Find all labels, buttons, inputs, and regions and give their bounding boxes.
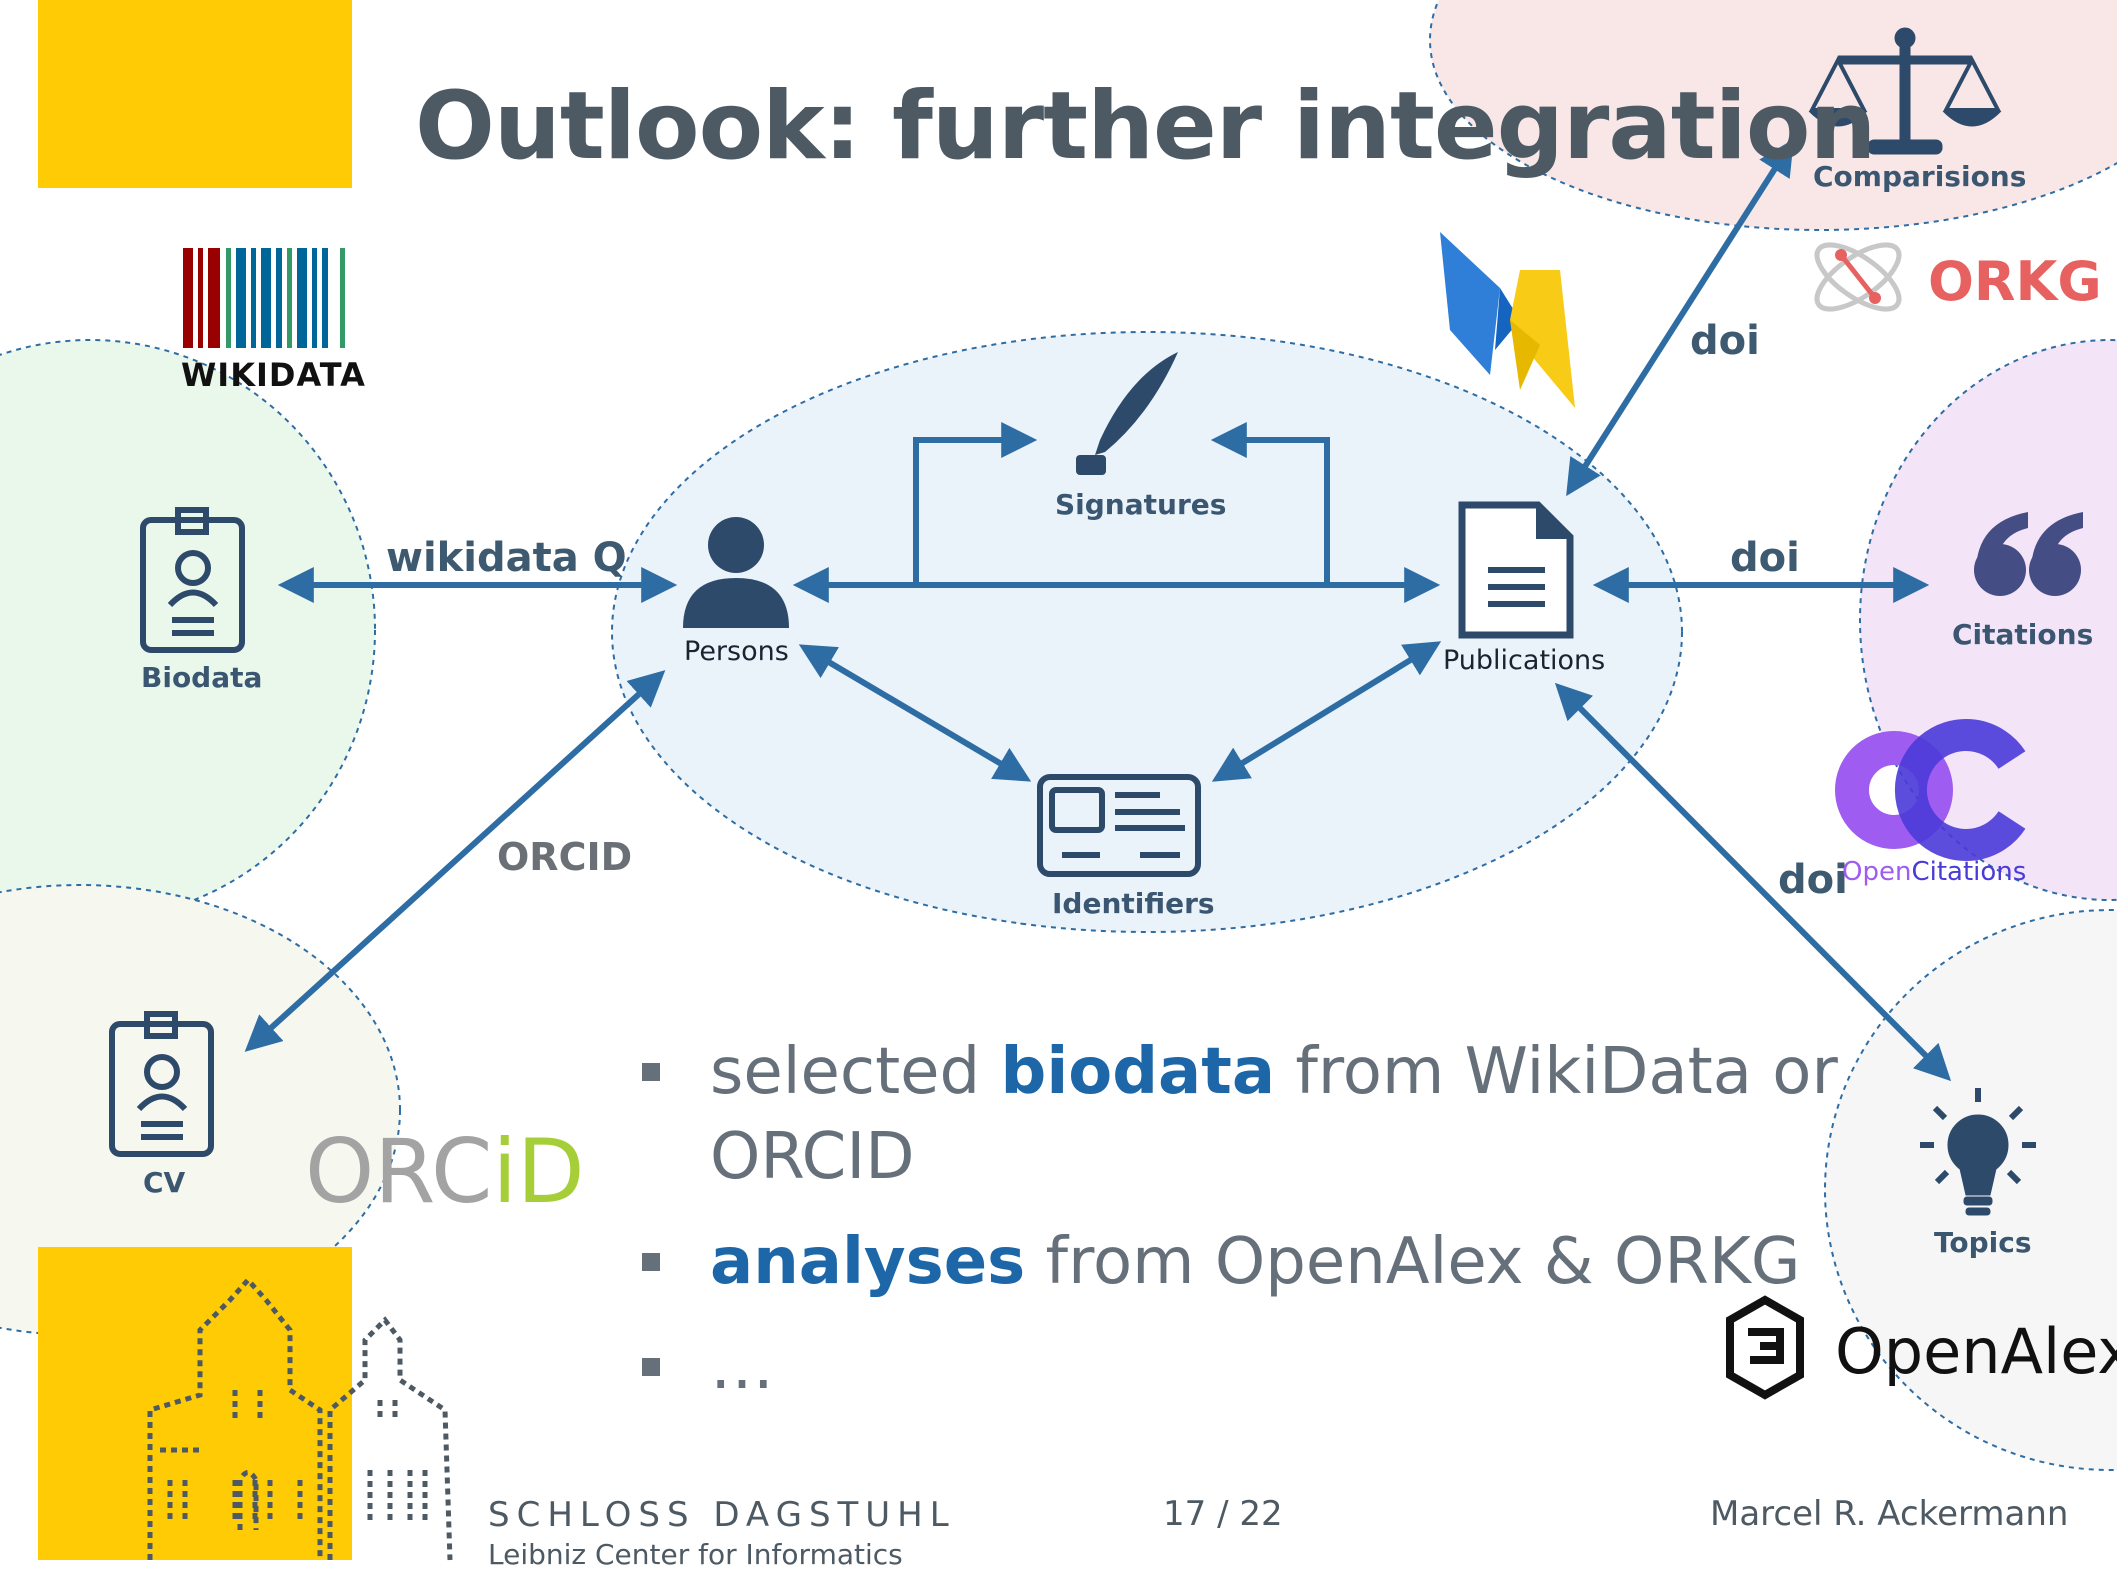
footer-institution: SCHLOSS DAGSTUHL [488,1495,956,1535]
bullet-2-suffix: from OpenAlex & ORKG [1025,1225,1801,1299]
orkg-logo [1814,242,1902,312]
label-publications: Publications [1443,645,1606,676]
arrow-publications-identifiers [1211,641,1442,782]
label-signatures: Signatures [1055,488,1227,521]
bullet-biodata-line2: ORCID [710,1120,915,1194]
arrow-publications-topics [1554,682,1952,1082]
opencitations-text-open: Open [1842,857,1912,887]
orcid-logo-prefix: ORC [305,1120,493,1223]
region-core [611,331,1683,933]
id-card-icon [1037,774,1201,877]
label-persons: Persons [684,636,789,667]
bullet-1-suffix: from WikiData or [1275,1035,1838,1109]
openalex-logo-mark [1726,1295,1804,1400]
label-biodata: Biodata [141,661,263,694]
label-comparisons: Comparisions [1813,160,2027,193]
label-citations: Citations [1952,618,2094,651]
accent-block-bottom [38,1247,352,1560]
edge-label-wikidata: wikidata Q [386,535,627,581]
slide-title: Outlook: further integration [415,72,1876,181]
label-cv: CV [143,1166,186,1199]
edge-label-orcid: ORCID [497,835,633,879]
footer-author: Marcel R. Ackermann [1710,1494,2069,1534]
opencitations-text-citations: Citations [1911,857,2027,887]
bullet-marker-1 [642,1063,660,1081]
badge-icon-cv [109,1011,214,1157]
bullet-biodata: selected biodata from WikiData or [710,1035,1838,1109]
quote-icon [1974,512,2083,596]
arrow-persons-identifiers [798,644,1032,782]
opencitations-logo-text: OpenCitations [1842,857,2026,887]
quill-icon [1076,352,1178,475]
accent-block-top [38,0,352,188]
bullet-1-prefix: selected [710,1035,1001,1109]
dagstuhl-castle-logo [147,1276,453,1561]
arrow-publications-signatures [1210,422,1330,585]
badge-icon-biodata [140,507,245,653]
orcid-logo-suffix: iD [492,1120,585,1223]
openalex-colored-logo [1440,232,1575,408]
orkg-logo-text: ORKG [1928,250,2102,313]
arrow-publications-comparisons [1566,138,1794,497]
bullet-1-highlight: biodata [1000,1035,1276,1109]
edge-label-doi-openalex: doi [1778,857,1848,903]
person-icon [683,517,789,628]
bullet-analyses: analyses from OpenAlex & ORKG [710,1225,1800,1299]
arrow-cv-persons [244,670,666,1052]
footer-institution-sub: Leibniz Center for Informatics [488,1538,903,1571]
wikidata-logo [183,248,345,348]
bullet-2-highlight: analyses [710,1225,1026,1299]
wikidata-logo-text: WIKIDATA [181,356,366,394]
bullet-ellipsis: … [710,1330,774,1404]
orcid-logo: ORCiD [305,1120,585,1223]
edge-label-doi-orkg: doi [1690,318,1760,364]
lightbulb-icon [1920,1088,2036,1216]
label-topics: Topics [1934,1226,2032,1259]
footer-page-number: 17 / 22 [1163,1494,1283,1534]
document-icon [1458,501,1574,639]
openalex-logo-text: OpenAlex [1835,1315,2117,1388]
label-identifiers: Identifiers [1052,887,1215,920]
bullet-marker-2 [642,1253,660,1271]
bullet-3-text: … [710,1330,774,1404]
scales-icon [1808,27,2002,155]
arrow-persons-signatures [913,422,1038,585]
edge-label-doi-citations: doi [1730,535,1800,581]
bullet-marker-3 [642,1358,660,1376]
